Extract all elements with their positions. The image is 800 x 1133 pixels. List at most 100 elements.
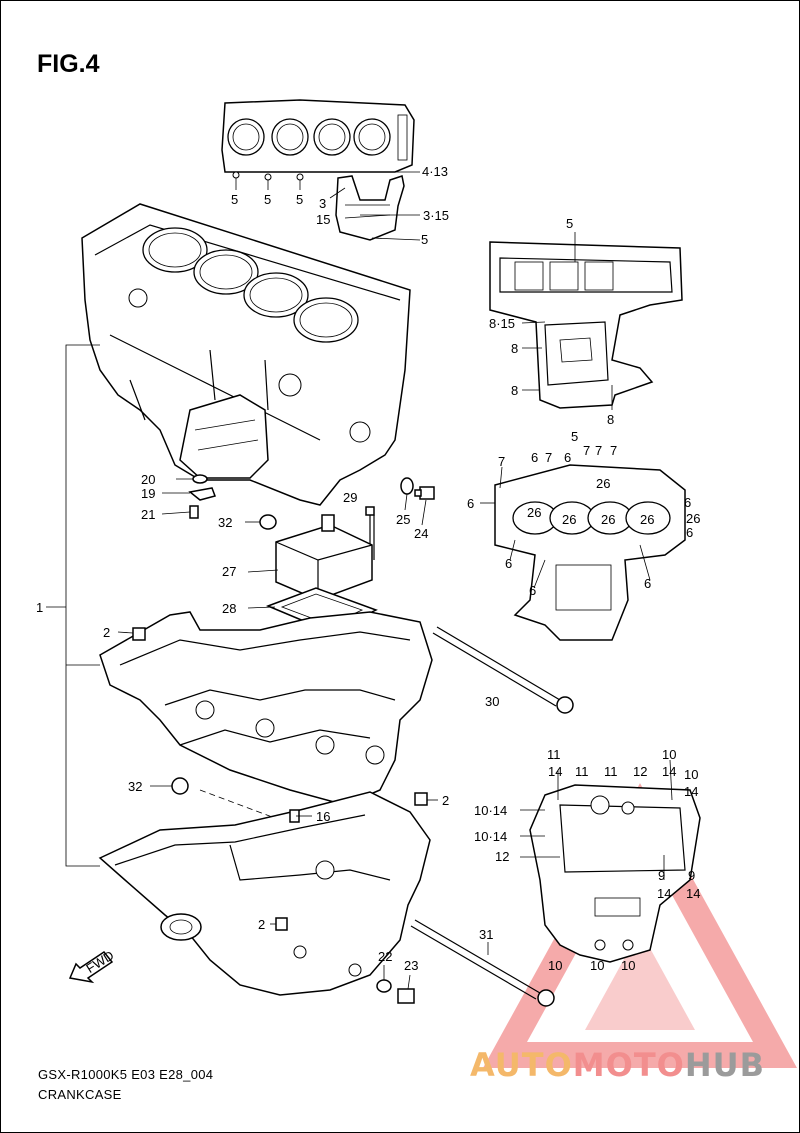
label-15: 15 bbox=[316, 212, 330, 227]
label-3: 3 bbox=[319, 196, 326, 211]
label-8-a: 8 bbox=[511, 341, 518, 356]
label-9-b: 9 bbox=[688, 868, 695, 883]
long-bolt-31 bbox=[410, 919, 555, 1007]
label-31: 31 bbox=[479, 927, 493, 942]
oil-jet-parts bbox=[188, 474, 216, 519]
label-30: 30 bbox=[485, 694, 499, 709]
label-6-g: 6 bbox=[644, 576, 651, 591]
label-26-f: 26 bbox=[640, 512, 654, 527]
label-7-a: 7 bbox=[498, 454, 505, 469]
label-10-c: 10 bbox=[548, 958, 562, 973]
label-6-c: 6 bbox=[467, 496, 474, 511]
label-10-d: 10 bbox=[590, 958, 604, 973]
section-name: CRANKCASE bbox=[38, 1087, 122, 1102]
label-10-14-a: 10·14 bbox=[474, 803, 507, 818]
label-29: 29 bbox=[343, 490, 357, 505]
label-26-d: 26 bbox=[562, 512, 576, 527]
watermark-text: AUTOMOTOHUB bbox=[470, 1046, 765, 1084]
middle-case-bottom-view bbox=[494, 464, 686, 641]
label-32-b: 32 bbox=[128, 779, 142, 794]
fwd-badge: FWD bbox=[83, 948, 116, 976]
label-20: 20 bbox=[141, 472, 155, 487]
fwd-arrow-icon: FWD bbox=[68, 948, 116, 984]
long-bolt-30 bbox=[432, 626, 574, 714]
upper-case-bottom-view bbox=[489, 241, 683, 409]
watermark-hub: HUB bbox=[684, 1046, 766, 1084]
label-11-c: 11 bbox=[604, 764, 618, 779]
water-pipe-bracket bbox=[335, 175, 405, 241]
label-5-mid: 5 bbox=[571, 429, 578, 444]
label-8-c: 8 bbox=[607, 412, 614, 427]
label-6-a: 6 bbox=[531, 450, 538, 465]
label-26-e: 26 bbox=[601, 512, 615, 527]
label-7-b: 7 bbox=[545, 450, 552, 465]
watermark-moto: MOTO bbox=[572, 1046, 685, 1084]
label-3-15: 3·15 bbox=[423, 208, 449, 223]
label-7-e: 7 bbox=[610, 443, 617, 458]
part-number-labels: 5 5 5 3 15 5 4·13 3·15 5 26 8·15 8 8 8 5… bbox=[36, 164, 700, 973]
label-10-e: 10 bbox=[621, 958, 635, 973]
label-14-b: 14 bbox=[662, 764, 676, 779]
label-6-b: 6 bbox=[564, 450, 571, 465]
label-4-13: 4·13 bbox=[422, 164, 448, 179]
label-10-b: 10 bbox=[684, 767, 698, 782]
label-25: 25 bbox=[396, 512, 410, 527]
upper-crankcase bbox=[81, 203, 411, 506]
drain-bolt-23 bbox=[376, 979, 415, 1004]
dowel-2-right bbox=[414, 792, 428, 806]
label-6-h: 6 bbox=[686, 525, 693, 540]
drain-bolt-24 bbox=[400, 477, 435, 500]
label-8-b: 8 bbox=[511, 383, 518, 398]
label-7-c: 7 bbox=[583, 443, 590, 458]
label-6-d: 6 bbox=[684, 495, 691, 510]
oil-pump-box bbox=[275, 514, 373, 601]
label-5-b: 5 bbox=[264, 192, 271, 207]
label-5-d: 5 bbox=[421, 232, 428, 247]
middle-crankcase bbox=[99, 611, 433, 806]
label-11-b: 11 bbox=[575, 764, 589, 779]
label-32-a: 32 bbox=[218, 515, 232, 530]
plug-32-lower bbox=[171, 777, 189, 795]
oil-pan-cover bbox=[179, 394, 269, 479]
plug-32-upper bbox=[259, 514, 277, 530]
label-14-e: 14 bbox=[686, 886, 700, 901]
lower-case-bottom-view bbox=[529, 784, 701, 963]
label-8-15: 8·15 bbox=[489, 316, 515, 331]
label-2-b: 2 bbox=[442, 793, 449, 808]
label-19: 19 bbox=[141, 486, 155, 501]
label-14-c: 14 bbox=[684, 784, 698, 799]
label-28: 28 bbox=[222, 601, 236, 616]
label-24: 24 bbox=[414, 526, 428, 541]
model-code: GSX-R1000K5 E03 E28_004 bbox=[38, 1067, 214, 1082]
label-1: 1 bbox=[36, 600, 43, 615]
watermark-auto: AUTO bbox=[470, 1046, 573, 1084]
label-14-a: 14 bbox=[548, 764, 562, 779]
label-6-f: 6 bbox=[529, 583, 536, 598]
cylinder-head-gasket bbox=[221, 99, 415, 181]
label-2-c: 2 bbox=[258, 917, 265, 932]
label-21: 21 bbox=[141, 507, 155, 522]
label-6-e: 6 bbox=[505, 556, 512, 571]
label-10-14-b: 10·14 bbox=[474, 829, 507, 844]
label-26-c: 26 bbox=[527, 505, 541, 520]
label-2-a: 2 bbox=[103, 625, 110, 640]
leader-lines bbox=[46, 171, 673, 990]
figure-title: FIG.4 bbox=[37, 50, 100, 78]
label-5-c: 5 bbox=[296, 192, 303, 207]
label-12-a: 12 bbox=[633, 764, 647, 779]
label-9-a: 9 bbox=[658, 868, 665, 883]
label-12-b: 12 bbox=[495, 849, 509, 864]
label-22: 22 bbox=[378, 949, 392, 964]
label-23: 23 bbox=[404, 958, 418, 973]
label-26-b: 26 bbox=[596, 476, 610, 491]
label-26-top: 5 bbox=[566, 216, 573, 231]
label-16: 16 bbox=[316, 809, 330, 824]
label-10-a: 10 bbox=[662, 747, 676, 762]
label-7-d: 7 bbox=[595, 443, 602, 458]
label-14-d: 14 bbox=[657, 886, 671, 901]
label-27: 27 bbox=[222, 564, 236, 579]
lower-crankcase bbox=[98, 791, 431, 996]
label-5-a: 5 bbox=[231, 192, 238, 207]
label-11-a: 11 bbox=[547, 747, 561, 762]
